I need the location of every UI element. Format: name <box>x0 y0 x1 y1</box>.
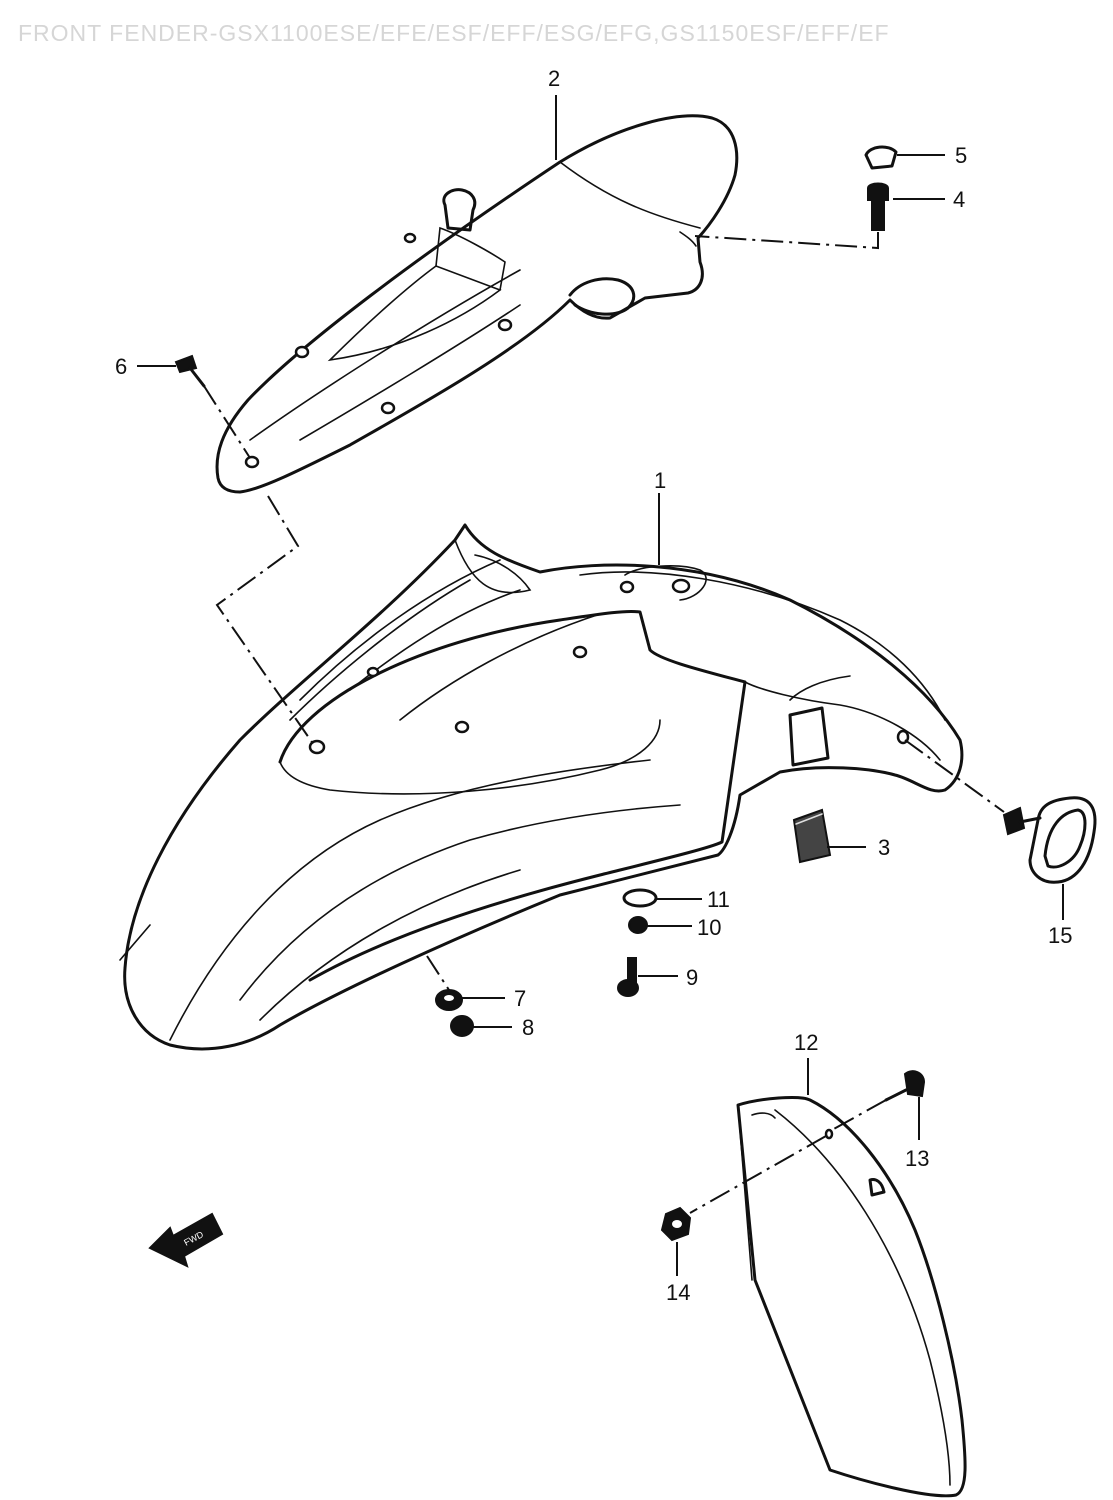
callout-13: 13 <box>905 1146 929 1171</box>
front-fender-part-1 <box>119 523 964 1051</box>
direction-arrow-icon: FWD <box>148 1212 224 1268</box>
reflector-part-15 <box>1002 796 1097 884</box>
callout-14: 14 <box>666 1280 690 1305</box>
callout-5: 5 <box>955 143 967 168</box>
bolt-part-4 <box>867 182 889 231</box>
mudguard-part-12 <box>736 1096 967 1498</box>
callout-7: 7 <box>514 986 526 1011</box>
nut-part-8 <box>450 1015 474 1037</box>
callout-10: 10 <box>697 915 721 940</box>
grommet-part-7 <box>435 989 463 1011</box>
callout-6: 6 <box>115 354 127 379</box>
callout-labels: 1 2 3 4 5 6 7 8 9 10 11 12 13 14 15 <box>115 66 1072 1305</box>
callout-3: 3 <box>878 835 890 860</box>
assembly-lines <box>203 232 1005 1214</box>
diagram-title: FRONT FENDER-GSX1100ESE/EFE/ESF/EFF/ESG/… <box>18 20 890 46</box>
leader-lines <box>137 95 1064 1276</box>
fender-cover-part-2 <box>215 114 739 494</box>
bolt-part-9 <box>617 957 639 997</box>
washer-part-11 <box>622 888 658 908</box>
callout-15: 15 <box>1048 923 1072 948</box>
cap-part-5 <box>864 145 898 170</box>
callout-4: 4 <box>953 187 965 212</box>
callout-11: 11 <box>707 887 730 912</box>
cushion-part-10 <box>628 916 648 934</box>
bolt-part-13 <box>884 1070 926 1102</box>
callout-9: 9 <box>686 965 698 990</box>
callout-12: 12 <box>794 1030 818 1055</box>
screw-part-6 <box>174 354 206 388</box>
callout-8: 8 <box>522 1015 534 1040</box>
callout-2: 2 <box>548 66 560 91</box>
callout-1: 1 <box>654 468 666 493</box>
nut-part-14 <box>660 1206 692 1242</box>
reflector-part-3 <box>792 808 832 864</box>
